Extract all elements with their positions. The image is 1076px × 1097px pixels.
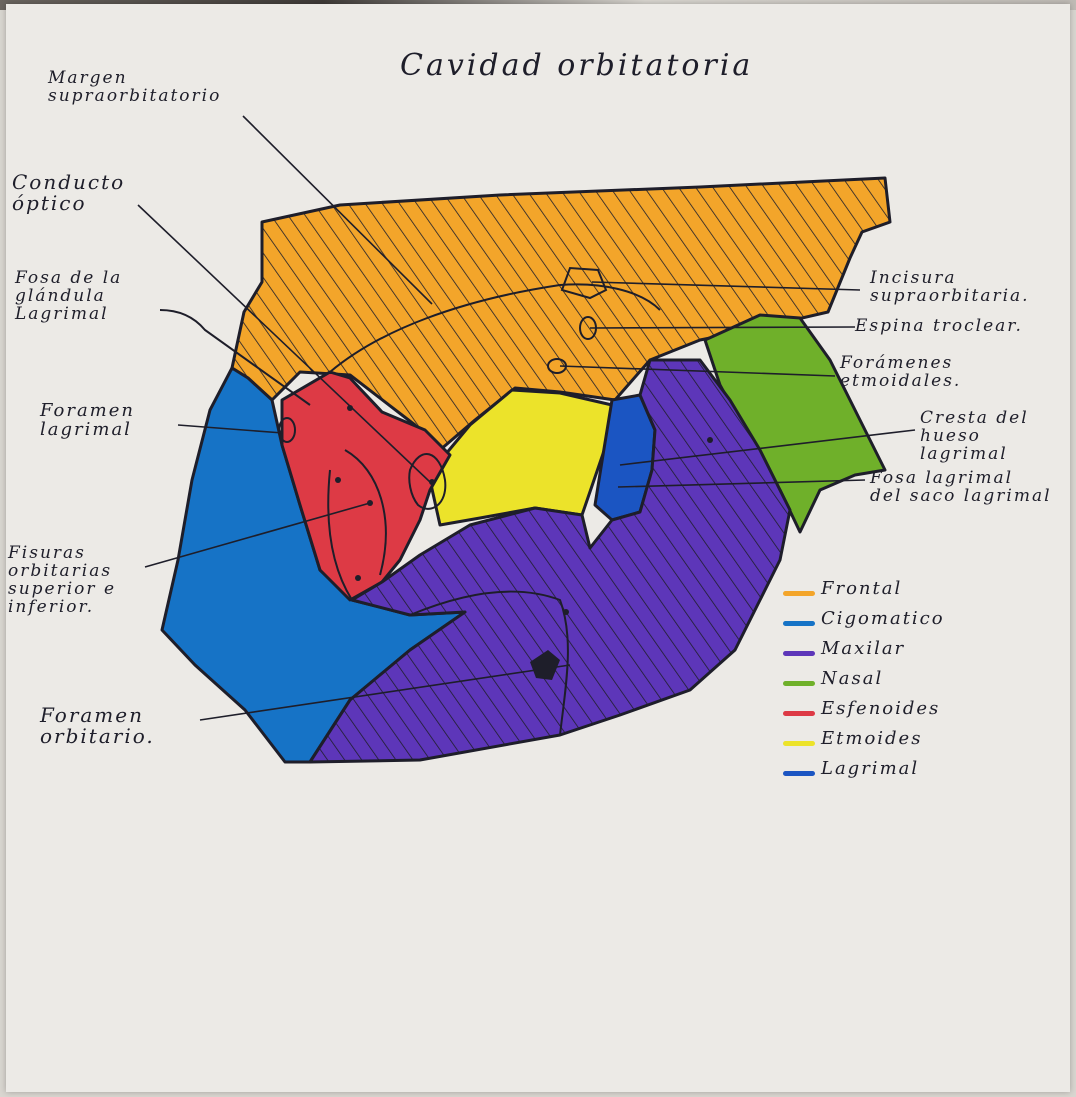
legend-label: Etmoides [821,730,922,749]
label-conducto-optico: Conducto óptico [12,172,125,214]
leader-dot [429,479,435,485]
leader-dot [335,477,341,483]
page-title: Cavidad orbitatoria [400,50,753,82]
label-fosa-glandula-lagrimal: Fosa de la glándula Lagrimal [15,270,122,324]
legend-swatch [783,711,815,716]
legend-swatch [783,681,815,686]
leader-espina [590,327,855,328]
label-foramen-lagrimal: Foramen lagrimal [40,402,135,440]
leader-dot [355,575,361,581]
leader-dot [367,500,373,506]
label-incisura-supraorbitaria: Incisura supraorbitaria. [870,270,1030,306]
legend-label: Esfenoides [821,700,940,719]
legend-swatch [783,741,815,746]
label-margen-supraorbitatorio: Margen supraorbitatorio [48,70,221,106]
legend-swatch [783,621,815,626]
legend-label: Lagrimal [821,760,919,779]
leader-dot [347,405,353,411]
label-espina-troclear: Espina troclear. [855,318,1023,336]
legend-label: Maxilar [821,640,905,659]
label-fisuras-orbitarias: Fisuras orbitarias superior e inferior. [8,545,116,616]
legend-label: Cigomatico [821,610,945,629]
legend-swatch [783,651,815,656]
label-foramen-orbitario: Foramen orbitario. [40,705,155,747]
label-foramenes-etmoidales: Forámenes etmoidales. [840,355,961,391]
leader-dot [563,609,569,615]
legend-swatch [783,771,815,776]
leader-dot [707,437,713,443]
legend-label: Frontal [821,580,902,599]
label-fosa-saco-lagrimal: Fosa lagrimal del saco lagrimal [870,470,1052,506]
legend-label: Nasal [821,670,883,689]
legend-swatch [783,591,815,596]
label-cresta-hueso-lagrimal: Cresta del hueso lagrimal [920,410,1076,464]
